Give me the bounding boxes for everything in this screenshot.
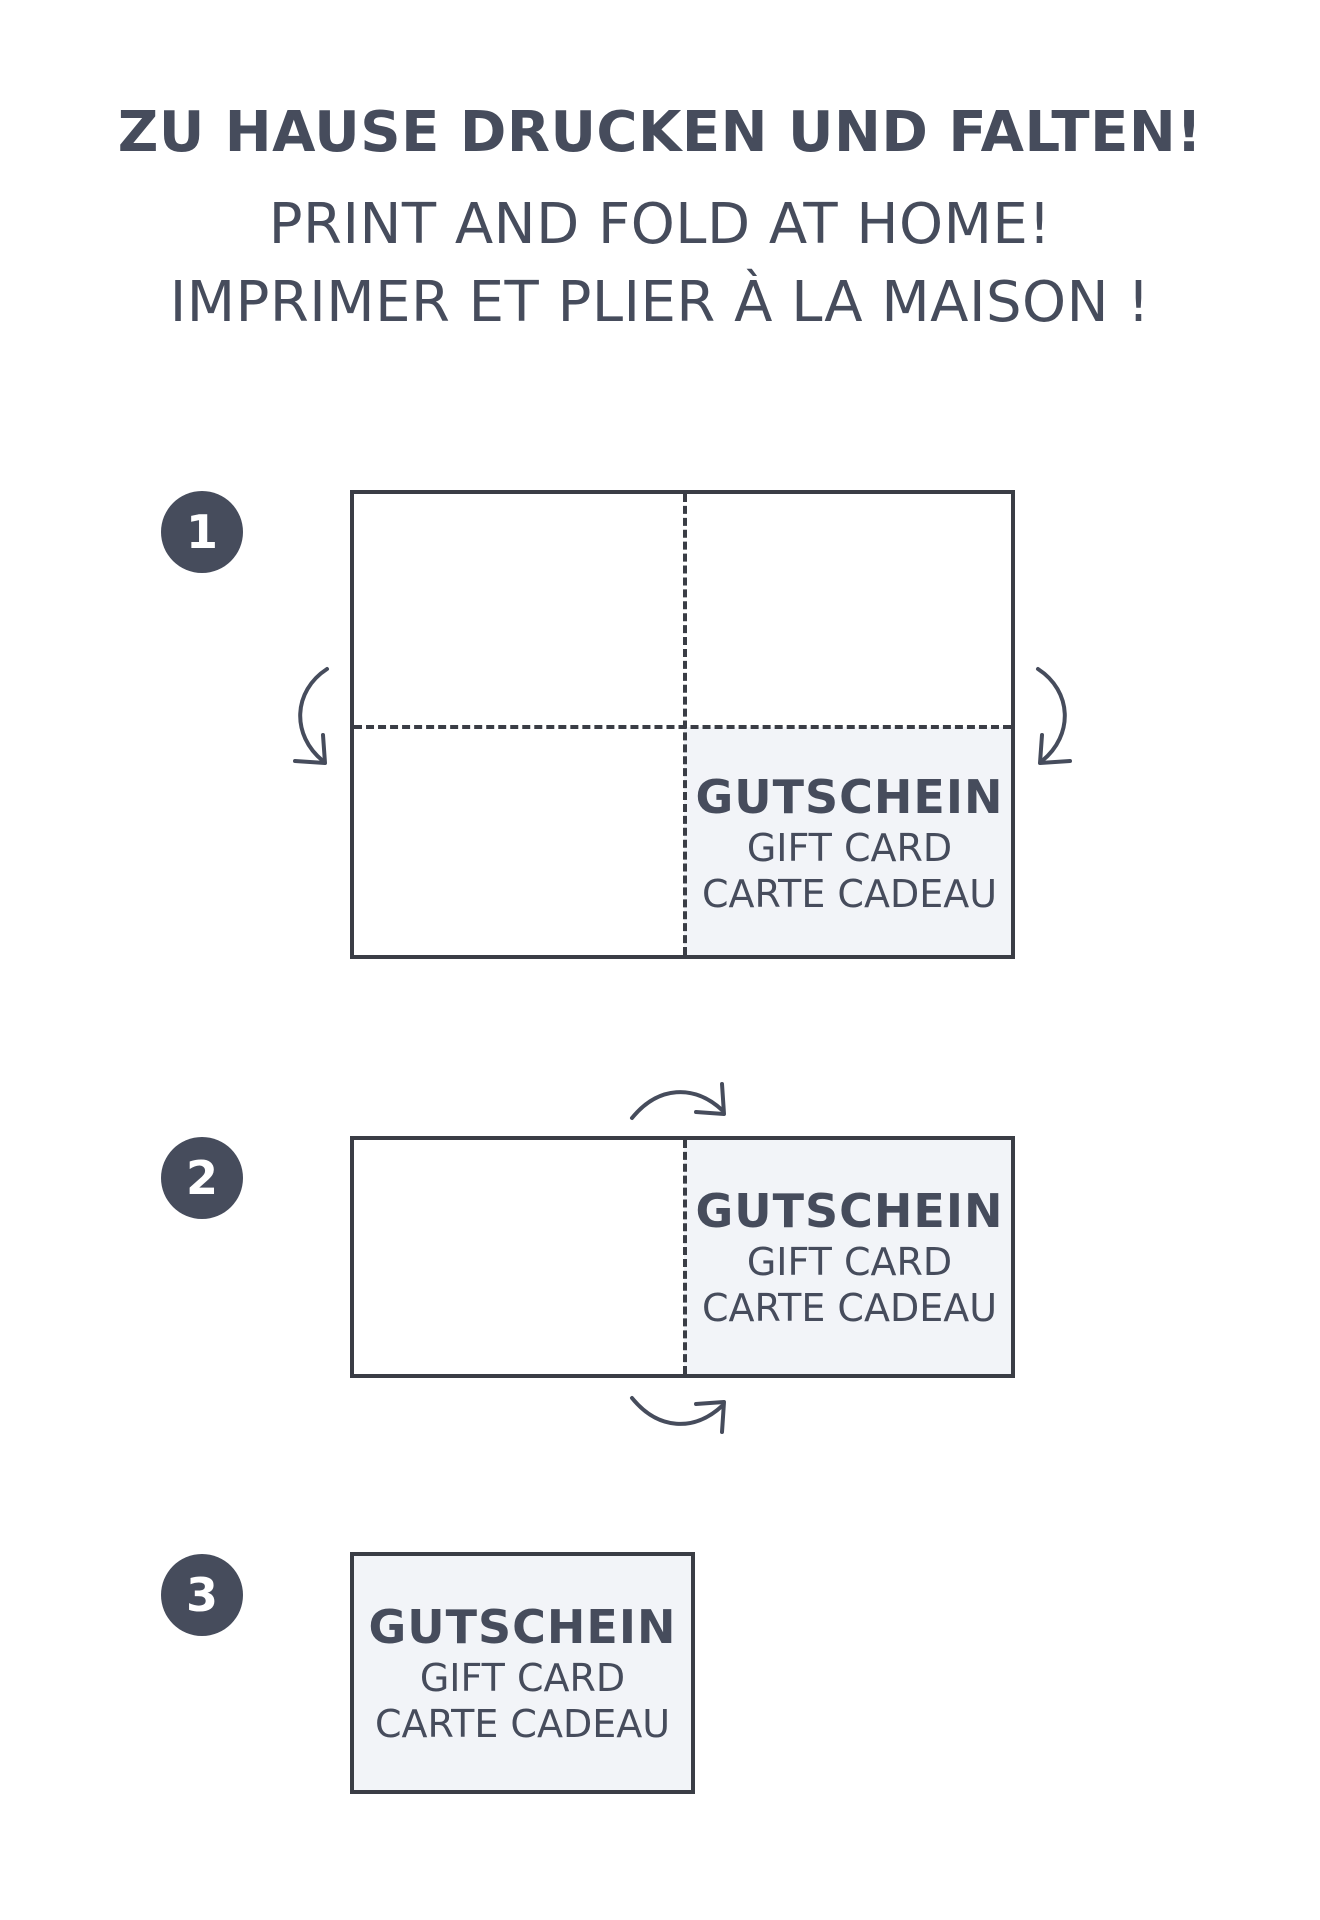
step-2-sheet: GUTSCHEIN GIFT CARD CARTE CADEAU (350, 1136, 1015, 1378)
step-2-card-label: GUTSCHEIN GIFT CARD CARTE CADEAU (688, 1140, 1011, 1374)
vertical-fold-line (683, 1140, 687, 1374)
step-number-3: 3 (161, 1554, 243, 1636)
card-label-german: GUTSCHEIN (695, 1184, 1004, 1238)
step-1-card-label: GUTSCHEIN GIFT CARD CARTE CADEAU (688, 731, 1011, 955)
card-label-english: GIFT CARD (419, 1656, 626, 1700)
title-german: ZU HAUSE DRUCKEN UND FALTEN! (117, 100, 1203, 165)
step-3-card: GUTSCHEIN GIFT CARD CARTE CADEAU (350, 1552, 695, 1794)
header: ZU HAUSE DRUCKEN UND FALTEN! PRINT AND F… (0, 100, 1320, 336)
step-1-card-area (684, 727, 1011, 955)
step-number-1: 1 (161, 491, 243, 573)
horizontal-fold-line (354, 725, 1011, 729)
fold-down-arrow-icon (293, 667, 329, 765)
card-label-french: CARTE CADEAU (701, 872, 998, 916)
card-label-english: GIFT CARD (746, 826, 953, 870)
card-label-french: CARTE CADEAU (701, 1286, 998, 1330)
card-label-german: GUTSCHEIN (368, 1600, 677, 1654)
fold-down-arrow-icon (1036, 667, 1072, 765)
card-label-german: GUTSCHEIN (695, 770, 1004, 824)
fold-over-arrow-icon (630, 1396, 726, 1434)
vertical-fold-line (683, 494, 687, 955)
step-3-card-label: GUTSCHEIN GIFT CARD CARTE CADEAU (354, 1556, 691, 1790)
fold-over-arrow-icon (630, 1082, 726, 1120)
title-english: PRINT AND FOLD AT HOME! (268, 192, 1052, 257)
card-label-french: CARTE CADEAU (374, 1702, 671, 1746)
title-french: IMPRIMER ET PLIER À LA MAISON ! (169, 270, 1151, 335)
step-1-sheet: GUTSCHEIN GIFT CARD CARTE CADEAU (350, 490, 1015, 959)
step-2-card-area (684, 1140, 1011, 1374)
card-label-english: GIFT CARD (746, 1240, 953, 1284)
step-number-2: 2 (161, 1137, 243, 1219)
